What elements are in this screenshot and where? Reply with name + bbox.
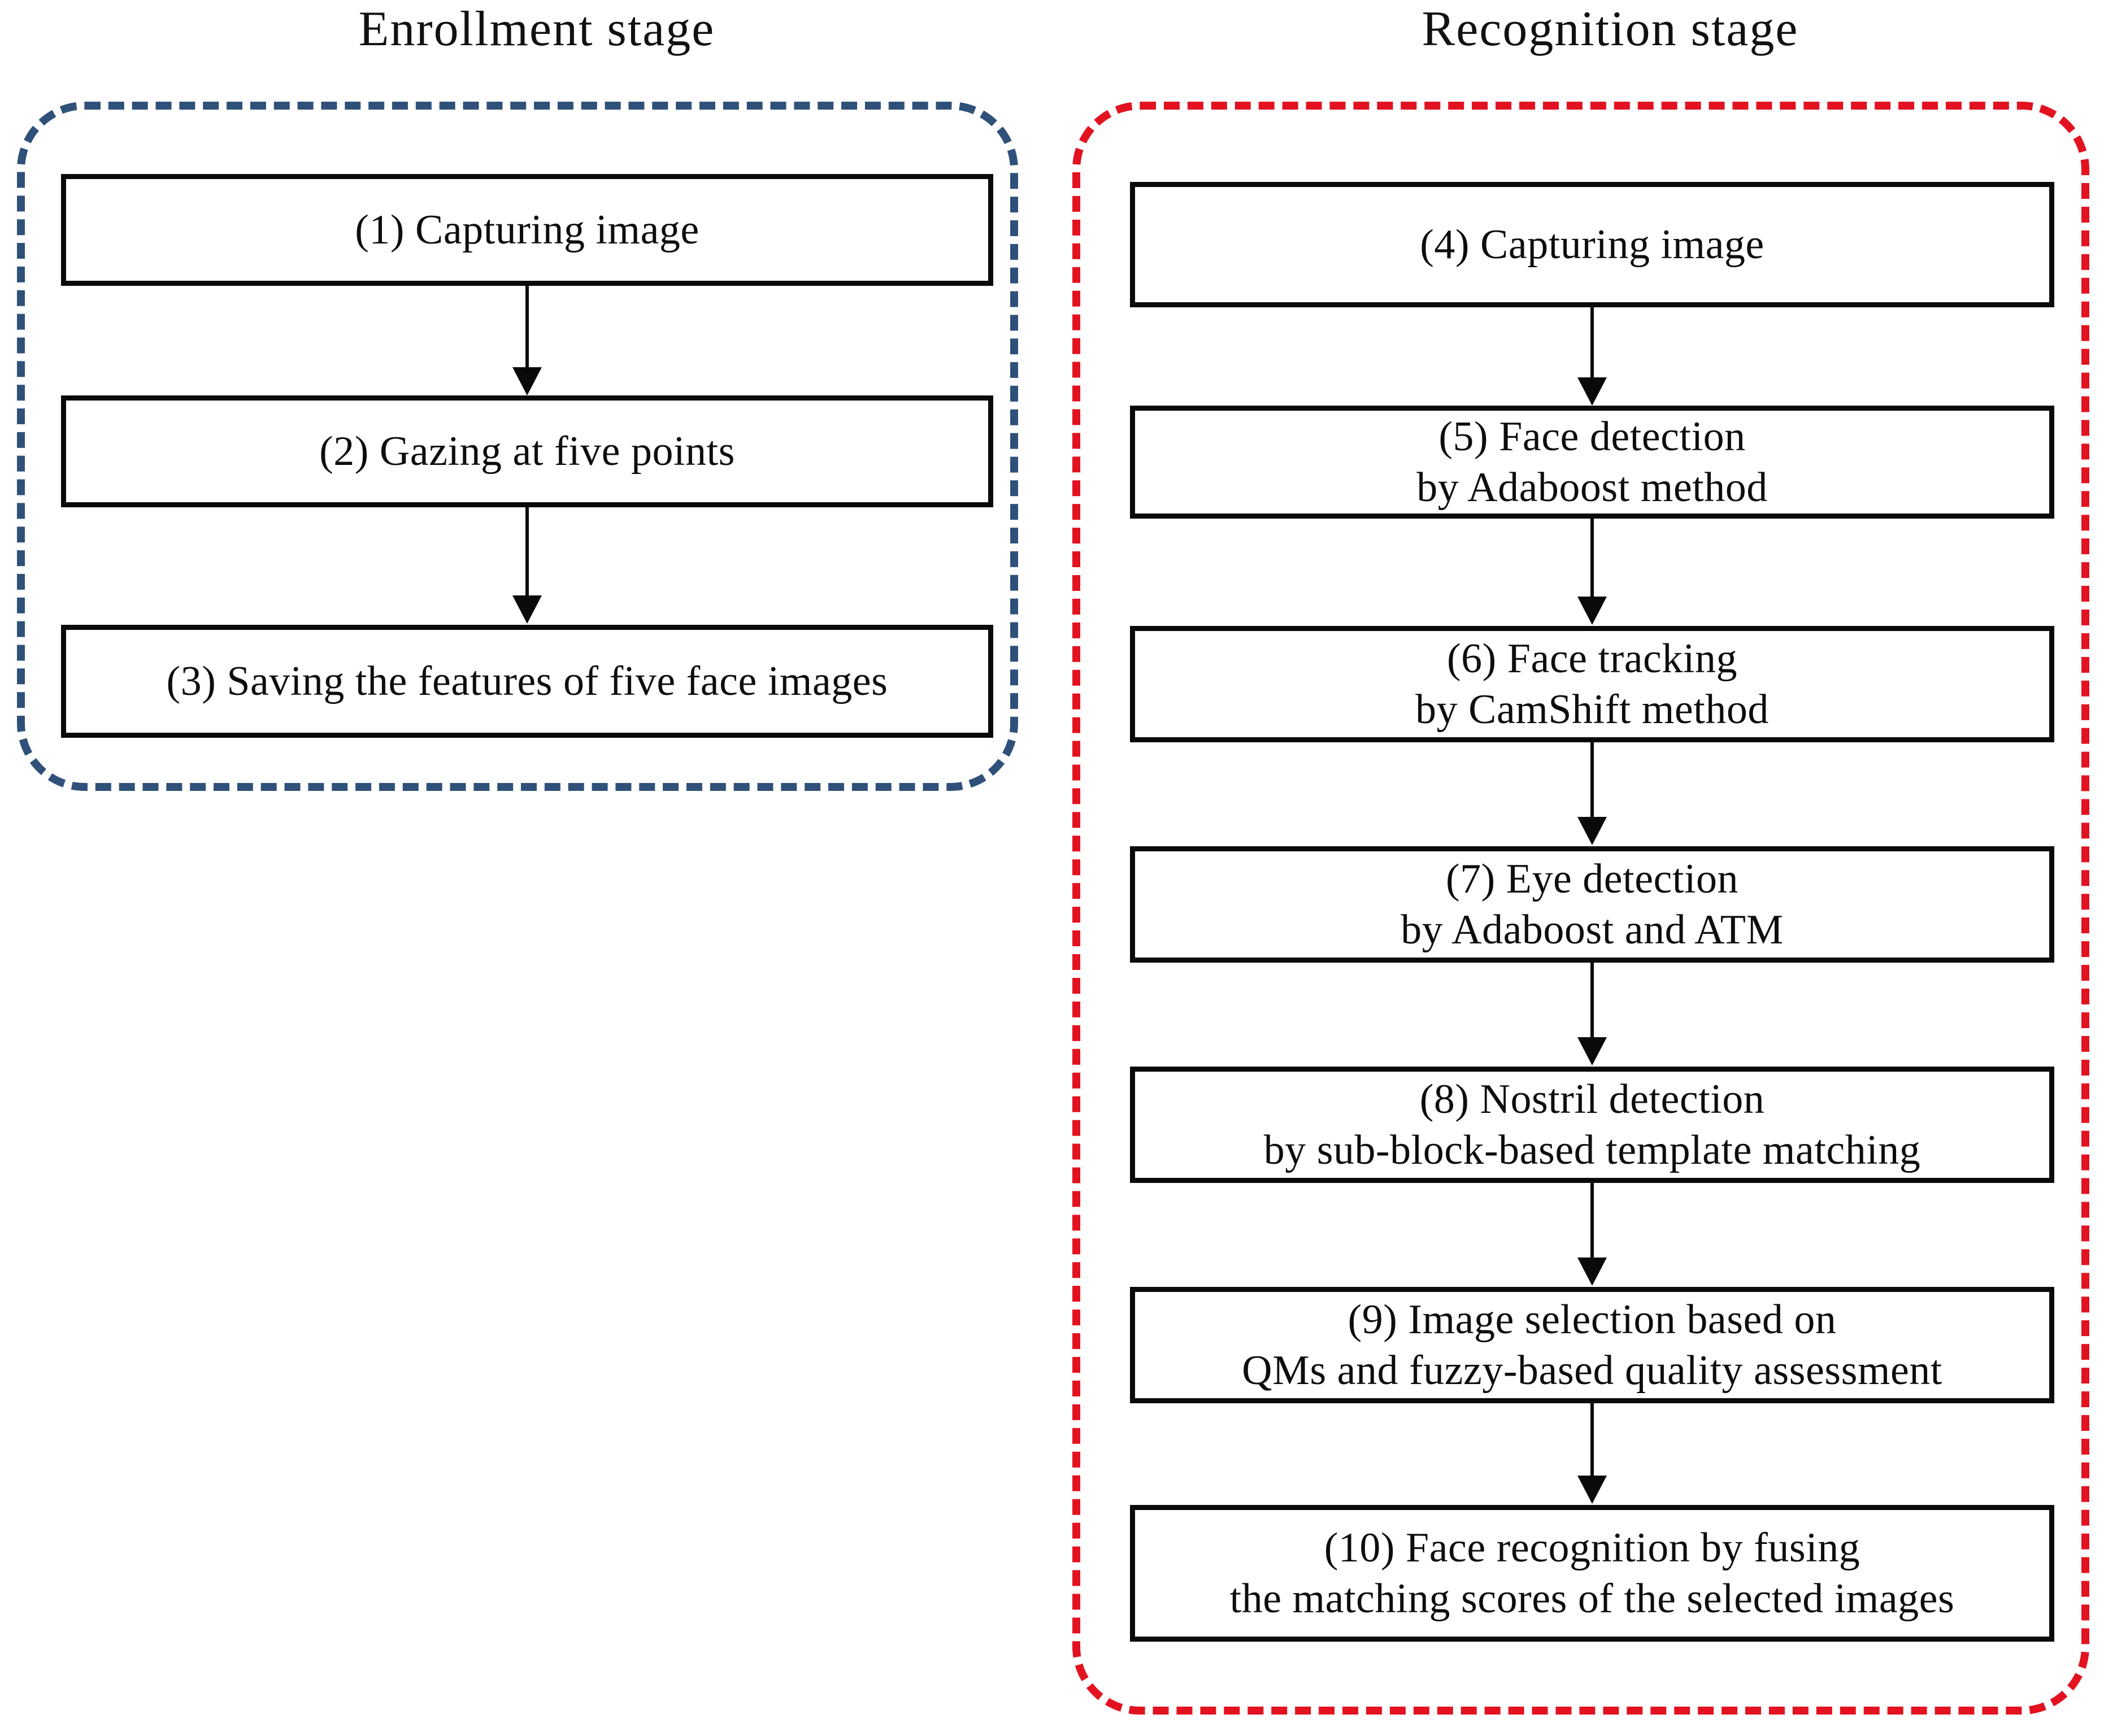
process-box-7-line-2: by Adaboost and ATM xyxy=(1401,907,1784,953)
arrow-head xyxy=(1577,1476,1607,1504)
process-box-8[interactable]: (8) Nostril detection by sub-block-based… xyxy=(1130,1067,2054,1183)
process-box-4-line-1: (4) Capturing image xyxy=(1420,221,1764,268)
process-box-7[interactable]: (7) Eye detection by Adaboost and ATM xyxy=(1130,846,2054,963)
arrow-head xyxy=(1577,597,1607,625)
arrow-shaft xyxy=(1590,1403,1594,1478)
process-box-9[interactable]: (9) Image selection based on QMs and fuz… xyxy=(1130,1287,2054,1403)
enrollment-stage-container xyxy=(17,102,1018,791)
process-box-8-line-1: (8) Nostril detection xyxy=(1419,1076,1765,1122)
arrow-shaft xyxy=(525,507,529,598)
arrow-shaft xyxy=(1590,963,1594,1039)
recognition-stage-heading: Recognition stage xyxy=(1422,2,1799,56)
process-box-9-line-2: QMs and fuzzy-based quality assessment xyxy=(1242,1347,1942,1394)
process-box-3-line-1: (3) Saving the features of five face ima… xyxy=(166,658,888,704)
arrow-shaft xyxy=(1590,742,1594,819)
arrow-head xyxy=(1577,1258,1607,1286)
process-box-6-line-1: (6) Face tracking xyxy=(1447,635,1737,682)
process-box-5-line-2: by Adaboost method xyxy=(1416,464,1768,511)
process-box-10-line-2: the matching scores of the selected imag… xyxy=(1229,1576,1955,1622)
process-box-6[interactable]: (6) Face tracking by CamShift method xyxy=(1130,626,2054,742)
arrow-head xyxy=(1577,817,1607,845)
process-box-1[interactable]: (1) Capturing image xyxy=(61,174,993,286)
arrow-shaft xyxy=(1590,1183,1594,1260)
process-box-8-line-2: by sub-block-based template matching xyxy=(1263,1127,1921,1173)
process-box-5-line-1: (5) Face detection xyxy=(1438,413,1746,460)
process-box-9-line-1: (9) Image selection based on xyxy=(1347,1296,1837,1343)
process-box-10[interactable]: (10) Face recognition by fusing the matc… xyxy=(1130,1505,2054,1642)
enrollment-stage-heading: Enrollment stage xyxy=(358,2,715,56)
recognition-stage-container xyxy=(1072,102,2089,1715)
arrow-head xyxy=(512,367,542,395)
arrow-shaft xyxy=(1590,307,1594,380)
process-box-5[interactable]: (5) Face detection by Adaboost method xyxy=(1130,406,2054,519)
arrow-shaft xyxy=(525,286,529,369)
arrow-head xyxy=(512,595,542,624)
process-box-3[interactable]: (3) Saving the features of five face ima… xyxy=(61,625,993,738)
process-box-1-line-1: (1) Capturing image xyxy=(355,206,699,253)
process-box-6-line-2: by CamShift method xyxy=(1415,686,1769,733)
arrow-head xyxy=(1577,1037,1607,1065)
process-box-4[interactable]: (4) Capturing image xyxy=(1130,182,2054,307)
process-box-7-line-1: (7) Eye detection xyxy=(1445,855,1739,902)
process-box-10-line-1: (10) Face recognition by fusing xyxy=(1324,1524,1860,1571)
arrow-shaft xyxy=(1590,519,1594,599)
process-box-2[interactable]: (2) Gazing at five points xyxy=(61,395,993,507)
arrow-head xyxy=(1577,377,1607,406)
process-box-2-line-1: (2) Gazing at five points xyxy=(319,428,735,475)
